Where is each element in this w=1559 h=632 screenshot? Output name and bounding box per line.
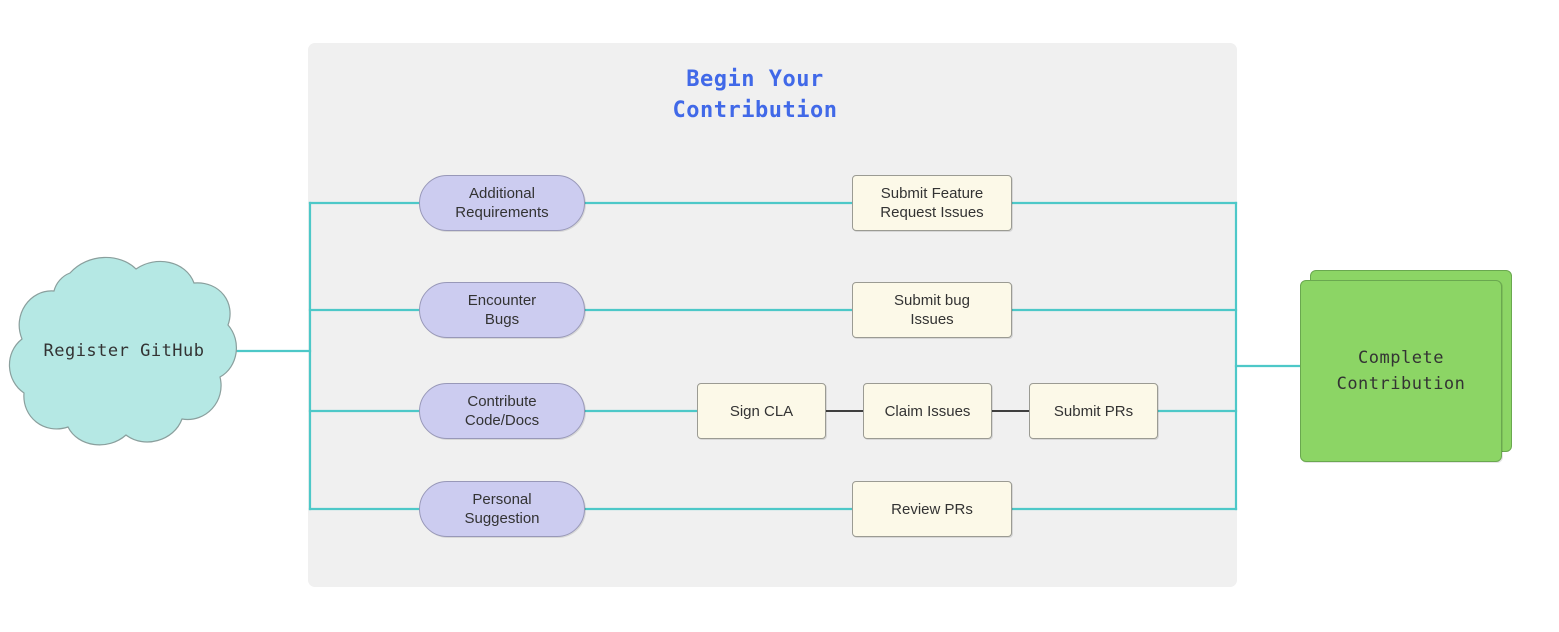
action-node-label: Submit bug Issues — [894, 292, 970, 328]
end-node-front-layer: Complete Contribution — [1300, 280, 1502, 462]
action-node-submit-bug-issues[interactable]: Submit bug Issues — [852, 282, 1012, 338]
action-node-sign-cla[interactable]: Sign CLA — [697, 383, 826, 439]
action-node-claim-issues[interactable]: Claim Issues — [863, 383, 992, 439]
start-node-cloud[interactable] — [8, 251, 240, 451]
diagram-title: Begin Your Contribution — [672, 67, 838, 123]
end-node-complete-contribution[interactable]: Complete Contribution — [1300, 270, 1512, 462]
trigger-node-label: Additional Requirements — [455, 185, 549, 221]
action-node-label: Sign CLA — [729, 402, 794, 420]
trigger-node-contribute-code-docs[interactable]: Contribute Code/Docs — [419, 383, 585, 439]
action-node-label: Submit Feature Request Issues — [880, 185, 984, 221]
trigger-node-additional-requirements[interactable]: Additional Requirements — [419, 175, 585, 231]
trigger-node-label: Contribute Code/Docs — [464, 393, 540, 429]
action-node-submit-feature-request-issues[interactable]: Submit Feature Request Issues — [852, 175, 1012, 231]
action-node-review-prs[interactable]: Review PRs — [852, 481, 1012, 537]
trigger-node-label: Personal Suggestion — [464, 491, 540, 527]
action-node-label: Submit PRs — [1053, 402, 1134, 420]
action-node-label: Claim Issues — [884, 402, 971, 420]
trigger-node-encounter-bugs[interactable]: Encounter Bugs — [419, 282, 585, 338]
end-node-label: Complete Contribution — [1336, 348, 1466, 394]
action-node-submit-prs[interactable]: Submit PRs — [1029, 383, 1158, 439]
trigger-node-label: Encounter Bugs — [467, 292, 537, 328]
trigger-node-personal-suggestion[interactable]: Personal Suggestion — [419, 481, 585, 537]
action-node-label: Review PRs — [891, 500, 973, 518]
